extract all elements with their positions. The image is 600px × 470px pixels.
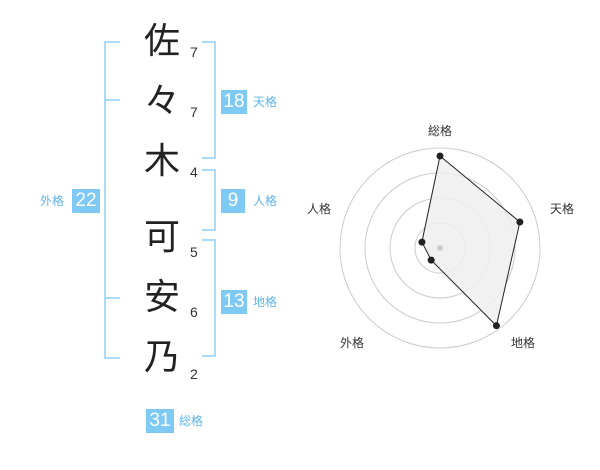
chikaku-value: 13	[221, 290, 247, 314]
jinkaku-bracket	[202, 169, 216, 231]
radar-point-3	[492, 322, 500, 330]
jinkaku-label: 人格	[253, 194, 278, 208]
radar-points	[418, 152, 524, 330]
stroke-count-5: 6	[190, 304, 198, 320]
radar-label-tenkaku: 天格	[550, 202, 575, 216]
stroke-count-1: 7	[190, 44, 198, 60]
gaikaku-value: 22	[72, 189, 100, 213]
radar-label-chikaku: 地格	[511, 336, 536, 350]
jinkaku-value: 9	[221, 189, 245, 213]
name-char-5: 安	[143, 277, 180, 318]
radar-label-gaikaku: 外格	[340, 336, 365, 350]
gaikaku-label: 外格	[40, 194, 65, 208]
stroke-count-2: 7	[190, 104, 198, 120]
tenkaku-value: 18	[221, 90, 247, 114]
stroke-count-3: 4	[190, 164, 198, 180]
name-char-1: 佐	[143, 21, 180, 62]
gaikaku-bracket	[104, 41, 120, 359]
radar-ring-4	[339, 147, 541, 349]
name-char-6: 乃	[143, 337, 180, 378]
tenkaku-label: 天格	[253, 95, 278, 109]
soukaku-value: 31	[146, 409, 174, 433]
radar-point-5	[418, 238, 426, 246]
radar-label-soukaku: 総格	[428, 124, 453, 138]
radar-label-jinkaku: 人格	[307, 202, 332, 216]
radar-point-1	[436, 152, 444, 160]
radar-center-dot	[437, 245, 443, 251]
stroke-count-4: 5	[190, 244, 198, 260]
stroke-count-6: 2	[190, 366, 198, 382]
name-char-2: 々	[143, 81, 180, 122]
soukaku-label: 総格	[179, 414, 204, 428]
name-char-3: 木	[143, 141, 180, 182]
radar-point-4	[427, 256, 435, 264]
name-char-4: 可	[143, 217, 180, 258]
chikaku-bracket	[202, 239, 216, 357]
tenkaku-bracket	[202, 41, 216, 159]
radar-area	[421, 155, 521, 327]
chikaku-label: 地格	[253, 295, 278, 309]
radar-point-2	[516, 218, 524, 226]
